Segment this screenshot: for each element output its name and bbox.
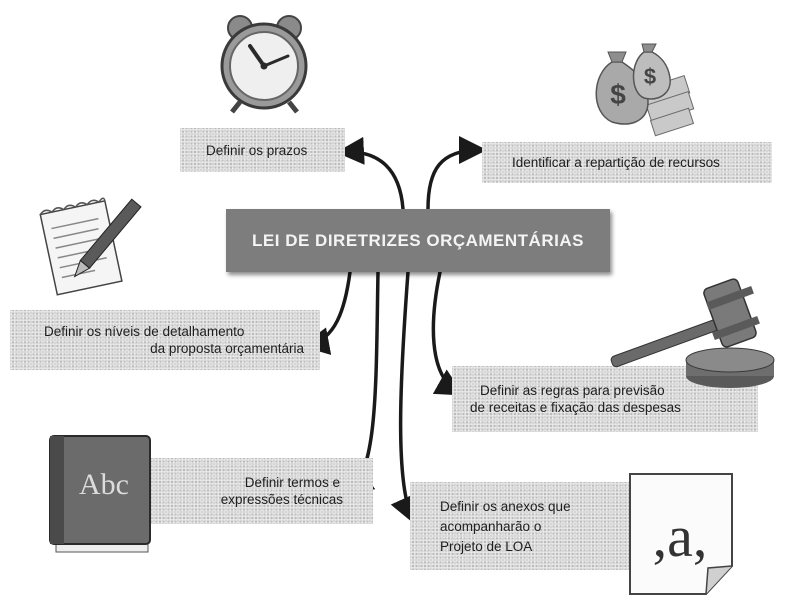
node-niveis-line-1: Definir os níveis de detalhamento xyxy=(44,324,245,339)
node-regras-line-1: Definir as regras para previsão xyxy=(480,383,665,398)
node-reparticao-line-1: Identificar a repartição de recursos xyxy=(512,155,720,170)
node-prazos-line-1: Definir os prazos xyxy=(206,142,308,158)
arrow-to-niveis xyxy=(301,270,352,355)
abc-book-icon: Abc xyxy=(49,435,151,553)
book-label: Abc xyxy=(79,468,129,501)
node-anexos: Definir os anexos que acompanharão o Pro… xyxy=(410,482,630,570)
document-pen-icon xyxy=(39,197,142,296)
node-termos: Definir termos e expressões técnicas xyxy=(145,458,373,524)
node-reparticao: Identificar a repartição de recursos xyxy=(482,142,772,183)
node-prazos: Definir os prazos xyxy=(180,128,345,172)
node-regras-line-2: de receitas e fixação das despesas xyxy=(470,400,681,415)
font-page-icon: ,a, xyxy=(629,473,733,595)
money-bags-icon: $ $ xyxy=(595,43,695,137)
page-label: ,a, xyxy=(653,504,708,569)
gavel-icon xyxy=(610,278,775,388)
node-termos-line-2: expressões técnicas xyxy=(220,492,343,507)
node-niveis: Definir os níveis de detalhamento da pro… xyxy=(10,310,320,370)
node-anexos-line-1: Definir os anexos que xyxy=(440,498,571,514)
alarm-clock-icon xyxy=(220,15,308,114)
node-anexos-line-2: acompanharão o xyxy=(440,518,542,534)
arrow-to-anexos xyxy=(390,270,417,525)
node-anexos-line-3: Projeto de LOA xyxy=(440,538,533,554)
svg-text:$: $ xyxy=(644,64,656,89)
arrow-to-prazos xyxy=(336,136,405,211)
arrow-to-regras xyxy=(431,270,465,396)
arrow-to-termos xyxy=(344,270,380,495)
center-title: LEI DE DIRETRIZES ORÇAMENTÁRIAS xyxy=(252,230,584,250)
node-niveis-line-2: da proposta orçamentária xyxy=(150,341,304,356)
node-termos-line-1: Definir termos e xyxy=(244,475,340,490)
arrow-to-reparticao xyxy=(426,136,487,211)
center-title-box: LEI DE DIRETRIZES ORÇAMENTÁRIAS xyxy=(226,209,610,272)
svg-text:$: $ xyxy=(610,79,626,110)
